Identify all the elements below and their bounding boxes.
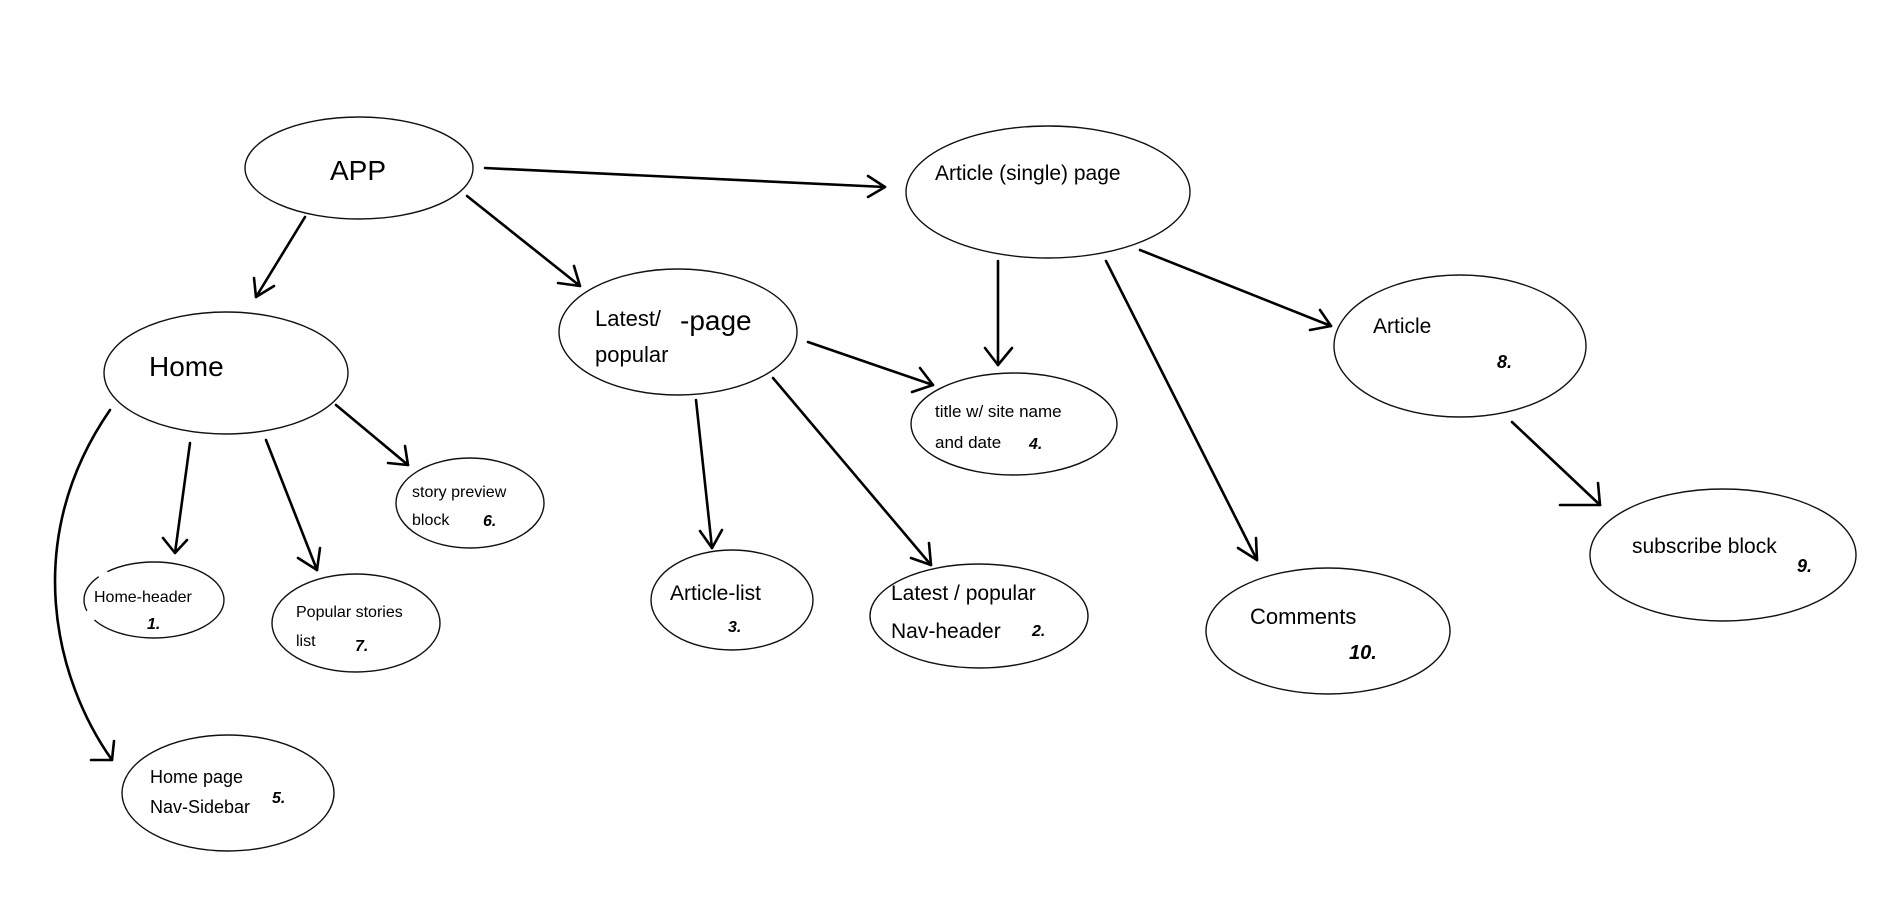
node-latest-suffix: -page — [680, 305, 752, 336]
node-home-nav-sidebar-number: 5. — [272, 790, 285, 807]
edge-article-page-to-comments — [1104, 259, 1259, 562]
node-popular-stories-line1: Popular stories — [296, 604, 403, 621]
node-home-header-number: 1. — [147, 616, 160, 633]
edge-article-to-subscribe — [1510, 420, 1602, 507]
node-article-list-label: Article-list — [670, 582, 761, 605]
node-home-header: Home-header 1. — [83, 561, 225, 639]
node-story-preview-line1: story preview — [412, 484, 507, 501]
node-latest-nav-header-line2: Nav-header — [891, 620, 1001, 643]
node-title-line1: title w/ site name — [935, 402, 1062, 421]
node-latest-popular-nav-header: Latest / popular Nav-header 2. — [869, 563, 1089, 669]
node-popular-stories-line2: list — [296, 633, 316, 650]
node-article-number: 8. — [1497, 352, 1512, 372]
edge-app-to-home — [252, 215, 307, 299]
edge-latest-to-nav-header — [771, 376, 933, 567]
edge-article-page-to-article — [1138, 248, 1333, 332]
node-subscribe-number: 9. — [1797, 556, 1812, 576]
node-subscribe-block: subscribe block 9. — [1589, 488, 1857, 622]
node-subscribe-label: subscribe block — [1632, 535, 1777, 558]
node-article-page-label: Article (single) page — [935, 162, 1121, 185]
edge-latest-to-title — [806, 340, 935, 394]
edge-article-page-to-title — [983, 259, 1014, 367]
node-comments: Comments 10. — [1205, 567, 1451, 695]
node-story-preview-block: story preview block 6. — [395, 457, 545, 549]
node-popular-stories-number: 7. — [355, 638, 368, 655]
node-article-list-number: 3. — [728, 619, 741, 636]
node-home-nav-sidebar: Home page Nav-Sidebar 5. — [121, 734, 335, 852]
node-article: Article 8. — [1333, 274, 1587, 418]
node-home-header-label: Home-header — [94, 589, 193, 606]
node-latest-line2: popular — [595, 342, 668, 367]
node-home-nav-sidebar-line2: Nav-Sidebar — [150, 797, 250, 817]
edge-home-to-story-preview — [334, 403, 410, 467]
node-latest-line1: Latest/ — [595, 306, 662, 331]
node-latest-nav-header-line1: Latest / popular — [891, 582, 1036, 605]
node-app-label: APP — [330, 155, 386, 186]
node-story-preview-number: 6. — [483, 513, 496, 530]
node-home-nav-sidebar-line1: Home page — [150, 767, 243, 787]
edge-home-to-home-header — [161, 441, 192, 555]
node-home-label: Home — [149, 351, 224, 382]
node-article-list: Article-list 3. — [650, 549, 814, 651]
node-title-number: 4. — [1028, 436, 1042, 453]
edge-home-to-popular-stories — [264, 438, 322, 572]
node-popular-stories-list: Popular stories list 7. — [271, 573, 441, 673]
node-latest-popular-page: Latest/ popular -page — [558, 268, 798, 396]
edge-latest-to-article-list — [694, 398, 724, 550]
node-latest-nav-header-number: 2. — [1031, 623, 1045, 640]
node-article-single-page: Article (single) page — [905, 125, 1191, 259]
node-article-label: Article — [1373, 315, 1431, 338]
edge-app-to-latest-page — [465, 194, 582, 288]
edge-app-to-article-page — [483, 166, 887, 199]
node-story-preview-line2: block — [412, 512, 450, 529]
node-app: APP — [244, 116, 474, 220]
node-home: Home — [103, 311, 349, 435]
node-comments-label: Comments — [1250, 604, 1356, 629]
node-title-site-name-date: title w/ site name and date 4. — [910, 372, 1118, 476]
node-comments-number: 10. — [1349, 642, 1377, 664]
edge-home-to-nav-sidebar — [53, 408, 116, 762]
node-title-line2: and date — [935, 433, 1001, 452]
